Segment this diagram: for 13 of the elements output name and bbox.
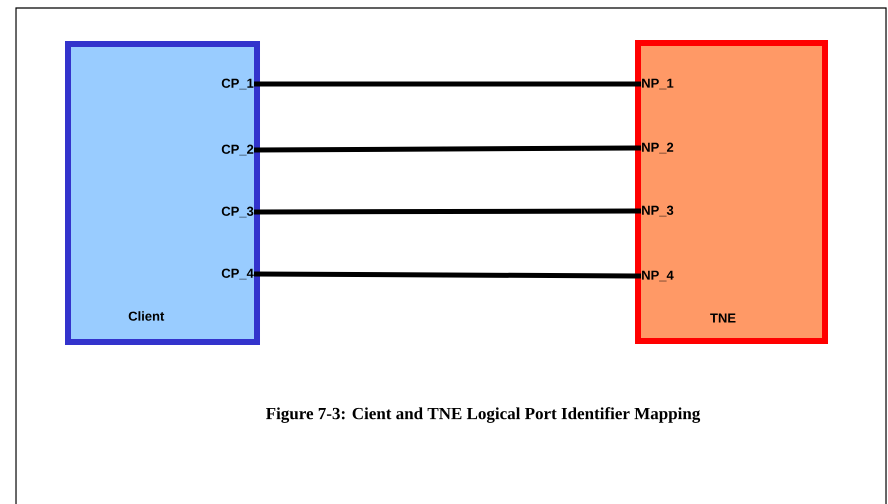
port-label: NP_2 [642, 142, 674, 154]
port-label: CP_1 [222, 78, 254, 90]
port-label: NP_4 [642, 270, 674, 282]
port-label: NP_1 [642, 78, 674, 90]
connection-line [254, 272, 642, 278]
port-label: CP_3 [222, 206, 254, 218]
connection-line [254, 146, 642, 152]
figure-caption: Figure 7-3: Cient and TNE Logical Port Identifier Mapping [266, 407, 700, 423]
port-label: NP_3 [642, 206, 674, 216]
port-label: CP_2 [222, 144, 254, 156]
port-label: CP_4 [222, 268, 254, 280]
connection-line [254, 208, 642, 214]
connection-line [254, 82, 641, 86]
